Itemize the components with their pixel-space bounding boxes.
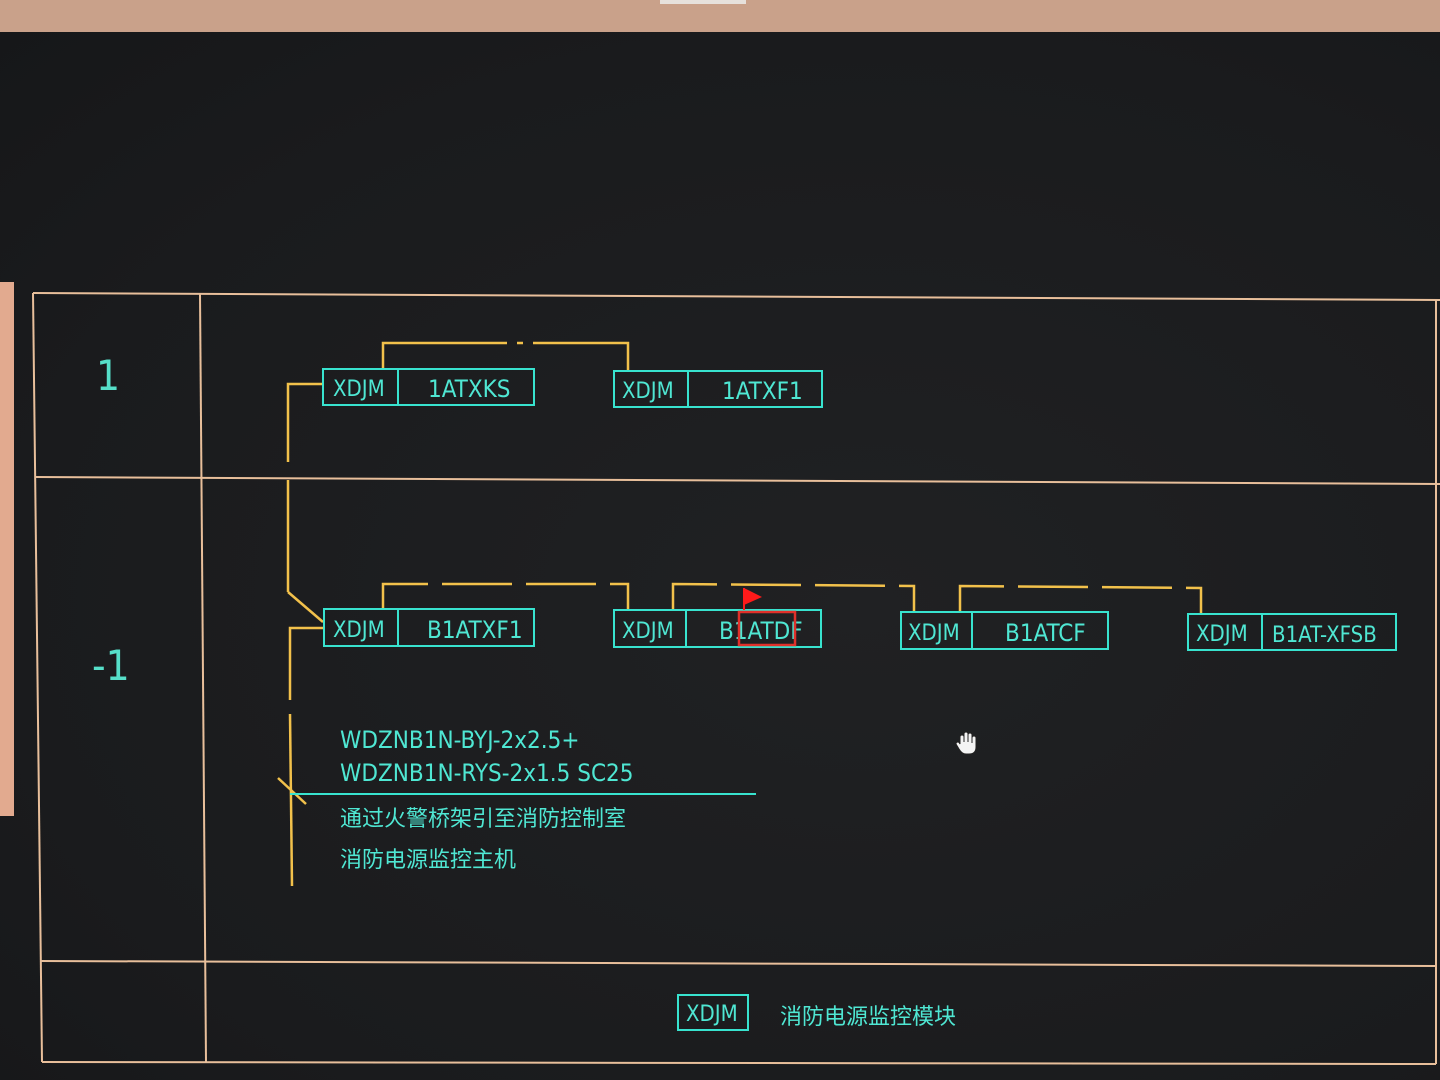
pan-hand-icon (955, 731, 977, 755)
frame-left (32, 292, 43, 1063)
frame-bottom (41, 1061, 1437, 1065)
module-1atxf1[interactable] (613, 370, 823, 408)
wire-b1-loop-2 (671, 582, 916, 612)
selection-highlight-box[interactable] (737, 610, 797, 647)
module-tag: XDJM (333, 618, 385, 643)
row-label-floor-b1: -1 (92, 641, 130, 690)
module-name: B1ATXF1 (427, 616, 523, 644)
module-b1at-xfsb[interactable] (1187, 613, 1397, 651)
wire-b1-loop-3 (958, 584, 1203, 614)
cable-spec-line-2: WDZNB1N-RYS-2x1.5 SC25 (340, 759, 634, 787)
module-1atxks[interactable] (322, 368, 535, 406)
module-tag: XDJM (1196, 622, 1248, 647)
module-name: B1AT-XFSB (1272, 623, 1377, 648)
legend-module-symbol (677, 994, 749, 1031)
wire-tick (277, 777, 307, 805)
module-name: B1ATCF (1005, 619, 1086, 647)
bus-wiring (277, 341, 1203, 887)
module-box (323, 608, 535, 647)
module-tag: XDJM (622, 619, 674, 644)
module-tag: XDJM (622, 379, 674, 404)
cad-viewport[interactable] (0, 32, 1440, 1080)
grip-flag-icon[interactable] (744, 588, 762, 605)
module-b1atxf1[interactable] (323, 608, 535, 647)
module-box (613, 370, 823, 408)
module-box (613, 609, 822, 648)
legend-box (677, 994, 749, 1031)
wire-trunk-lower (288, 626, 323, 700)
frame-row-divider (34, 476, 1440, 485)
module-tag: XDJM (333, 377, 385, 402)
cable-spec-line-1: WDZNB1N-BYJ-2x2.5+ (340, 726, 579, 754)
module-box (900, 611, 1109, 650)
module-name: B1ATDF (719, 617, 803, 645)
frame-legend-divider (39, 960, 1437, 967)
wire-trunk-bottom (288, 713, 294, 887)
module-b1atcf[interactable] (900, 611, 1109, 650)
row-label-floor-1: 1 (96, 351, 120, 400)
wire-b1-loop-1 (381, 582, 630, 610)
route-note-line-2: 消防电源监控主机 (340, 848, 516, 873)
table-frame (32, 292, 1440, 1065)
frame-top (32, 292, 1440, 301)
hand-shape (955, 731, 977, 755)
legend-tag: XDJM (686, 1002, 738, 1027)
wire-trunk-top (286, 382, 323, 462)
wire-diagonal (287, 591, 324, 623)
monitor-bezel-notch (660, 0, 746, 4)
module-name: 1ATXKS (428, 375, 510, 403)
wire-floor1-loop (381, 341, 630, 371)
module-tag: XDJM (908, 621, 960, 646)
module-box (1187, 613, 1397, 651)
monitor-side-bezel (0, 282, 14, 816)
module-box (322, 368, 535, 406)
frame-column-divider (199, 293, 207, 1063)
module-b1atdf[interactable] (613, 609, 822, 648)
route-note-line-1: 通过火警桥架引至消防控制室 (340, 807, 626, 832)
legend-description: 消防电源监控模块 (780, 1005, 956, 1030)
module-name: 1ATXF1 (722, 377, 803, 405)
